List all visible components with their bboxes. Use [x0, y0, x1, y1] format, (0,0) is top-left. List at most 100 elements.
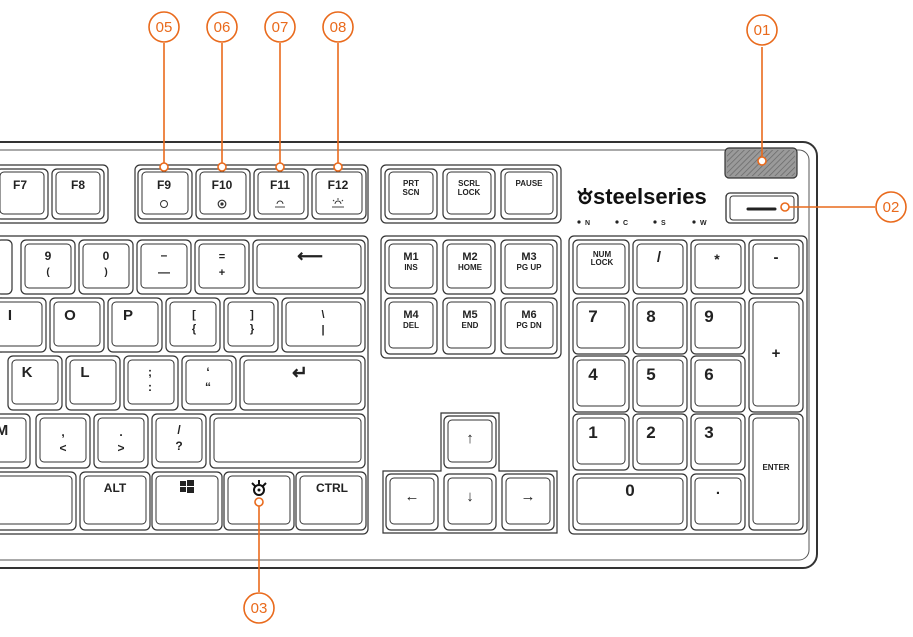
key-n2-label: 2: [646, 423, 655, 442]
key-minus-secondary: —: [158, 265, 170, 279]
key-m3-pgup[interactable]: M3 PG UP: [500, 239, 558, 295]
key-backspace[interactable]: ⟵: [252, 239, 366, 295]
key-rbracket-primary: ]: [250, 309, 254, 321]
key-n1-label: 1: [588, 423, 597, 442]
indicator-w-label: W: [700, 220, 707, 227]
key-numpad-1[interactable]: 1: [572, 413, 630, 471]
key-right-bracket[interactable]: ] }: [223, 297, 279, 353]
key-p[interactable]: P: [107, 297, 163, 353]
key-n5-label: 5: [646, 365, 655, 384]
key-minus[interactable]: – —: [136, 239, 192, 295]
key-m2-home[interactable]: M2 HOME: [442, 239, 496, 295]
key-i[interactable]: I: [0, 297, 47, 353]
key-rbracket-secondary: }: [250, 323, 255, 335]
key-comma-primary: ,: [61, 425, 64, 439]
steelseries-logo-icon: [577, 188, 593, 205]
key-o[interactable]: O: [49, 297, 105, 353]
key-numpad-3[interactable]: 3: [690, 413, 746, 471]
key-period[interactable]: . >: [93, 413, 149, 469]
key-f11[interactable]: F11: [253, 168, 309, 220]
key-arrow-right[interactable]: →: [501, 473, 555, 531]
key-numpad-6[interactable]: 6: [690, 355, 746, 413]
key-backslash-primary: \: [321, 309, 324, 321]
key-numpad-minus[interactable]: -: [748, 239, 804, 295]
key-enter[interactable]: ↵: [239, 355, 366, 411]
key-equals[interactable]: = +: [194, 239, 250, 295]
fkey-group-2: [134, 164, 369, 224]
key-left-bracket[interactable]: [ {: [165, 297, 221, 353]
callout-07: 07: [264, 11, 296, 43]
key-scroll-lock[interactable]: SCRL LOCK: [442, 168, 496, 220]
callout-05-label: 05: [156, 19, 173, 36]
key-numpad-5[interactable]: 5: [632, 355, 688, 413]
key-m6-pgdn[interactable]: M6 PG DN: [500, 297, 558, 355]
key-numpad-4[interactable]: 4: [572, 355, 630, 413]
key-numpad-8[interactable]: 8: [632, 297, 688, 355]
key-numlock-line2: LOCK: [591, 258, 614, 267]
indicator-dot-c: [615, 220, 619, 224]
key-l[interactable]: L: [65, 355, 121, 411]
key-numpad-0[interactable]: 0: [572, 473, 688, 531]
key-numpad-decimal[interactable]: .: [690, 473, 746, 531]
key-backslash[interactable]: \ |: [281, 297, 366, 353]
key-f10[interactable]: F10: [195, 168, 251, 220]
key-slash[interactable]: / ?: [151, 413, 207, 469]
key-m3-primary: M3: [521, 251, 536, 263]
key-semicolon[interactable]: ; :: [123, 355, 179, 411]
key-m1-ins[interactable]: M1 INS: [384, 239, 438, 295]
key-numpad-9[interactable]: 9: [690, 297, 746, 355]
key-m4-del[interactable]: M4 DEL: [384, 297, 438, 355]
key-numpad-multiply[interactable]: *: [690, 239, 746, 295]
key-arrow-left[interactable]: ←: [385, 473, 439, 531]
key-9-primary: 9: [45, 249, 52, 263]
key-m5-primary: M5: [462, 309, 477, 321]
callout-07-label: 07: [272, 19, 289, 36]
key-f7[interactable]: F7: [0, 168, 49, 220]
key-quote[interactable]: ‘ “: [181, 355, 237, 411]
key-f10-label: F10: [212, 178, 233, 192]
key-right-alt[interactable]: ALT: [79, 471, 151, 531]
key-k[interactable]: K: [7, 355, 63, 411]
key-m1-secondary: INS: [404, 263, 418, 272]
key-windows[interactable]: [151, 471, 223, 531]
key-right-ctrl[interactable]: CTRL: [295, 471, 367, 531]
key-p-label: P: [123, 307, 133, 324]
key-numpad-enter[interactable]: ENTER: [748, 413, 804, 531]
key-lbracket-primary: [: [192, 309, 196, 321]
key-9[interactable]: 9 (: [20, 239, 76, 295]
key-numpad-7[interactable]: 7: [572, 297, 630, 355]
key-period-primary: .: [119, 425, 122, 439]
key-arrow-down[interactable]: ↓: [443, 473, 497, 531]
key-f12[interactable]: F12: [311, 168, 367, 220]
backspace-arrow-icon: ⟵: [297, 246, 323, 266]
key-f8[interactable]: F8: [51, 168, 105, 220]
key-spacebar[interactable]: [0, 471, 77, 531]
key-comma[interactable]: , <: [35, 413, 91, 469]
key-0[interactable]: 0 ): [78, 239, 134, 295]
media-button[interactable]: [725, 192, 799, 224]
key-decimal-label: .: [716, 481, 720, 498]
key-m5-end[interactable]: M5 END: [442, 297, 496, 355]
key-f9[interactable]: F9: [137, 168, 193, 220]
key-scrllock-line1: SCRL: [458, 179, 480, 188]
key-n7-label: 7: [588, 307, 597, 326]
key-pause[interactable]: PAUSE: [500, 168, 558, 220]
key-numpad-2[interactable]: 2: [632, 413, 688, 471]
key-arrow-up[interactable]: ↑: [443, 415, 497, 469]
key-quote-secondary: “: [205, 380, 211, 394]
key-m4-secondary: DEL: [403, 321, 419, 330]
key-print-screen[interactable]: PRT SCN: [384, 168, 438, 220]
key-m[interactable]: M: [0, 413, 31, 469]
key-numpad-divide[interactable]: /: [632, 239, 688, 295]
key-m6-secondary: PG DN: [516, 321, 542, 330]
arrow-up-icon: ↑: [466, 430, 474, 447]
key-m6-primary: M6: [521, 309, 536, 321]
brightness-up-icon: [332, 198, 344, 208]
key-semicolon-primary: ;: [148, 365, 152, 379]
key-numpad-plus[interactable]: +: [748, 297, 804, 413]
key-right-shift[interactable]: [209, 413, 366, 469]
key-i-label: I: [8, 307, 12, 324]
key-num-lock[interactable]: NUM LOCK: [572, 239, 630, 295]
key-8-partial[interactable]: [0, 239, 13, 295]
key-f9-label: F9: [157, 178, 171, 192]
